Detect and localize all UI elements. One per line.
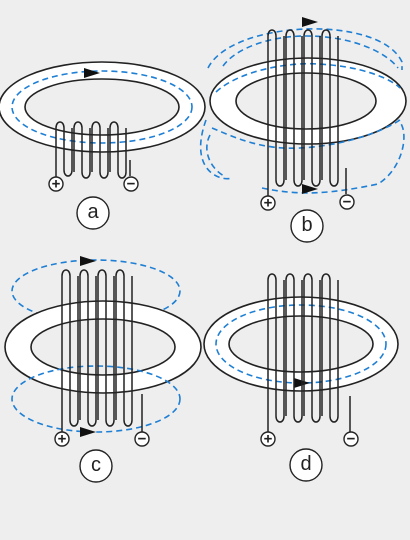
svg-text:+: +: [58, 431, 67, 448]
svg-text:+: +: [264, 431, 273, 448]
flux-loop-bottom: [11, 365, 181, 433]
svg-text:−: −: [127, 176, 136, 193]
toroid-hole: [24, 78, 180, 136]
toroid-hole: [235, 72, 377, 130]
positive-terminal: +: [260, 195, 276, 212]
svg-text:a: a: [87, 201, 99, 223]
flux-arrow-bottom: [80, 427, 96, 437]
flux-outer-top: [207, 28, 403, 70]
flux-arrow: [84, 68, 100, 78]
winding: [267, 273, 351, 432]
panel-b: + − b: [199, 17, 407, 243]
flux-arrow-top: [302, 17, 318, 27]
panel-label-c: c: [79, 449, 113, 483]
toroid-hole: [30, 318, 176, 376]
positive-terminal: +: [48, 176, 64, 193]
svg-text:b: b: [301, 214, 312, 236]
svg-text:−: −: [343, 194, 352, 211]
svg-text:+: +: [264, 195, 273, 212]
winding: [61, 269, 143, 432]
panel-d: + − d: [203, 273, 399, 482]
flux-inner-top: [222, 35, 399, 69]
svg-text:+: +: [52, 176, 61, 193]
panel-c: + − c: [4, 256, 202, 483]
winding: [55, 121, 131, 179]
flux-loop: [11, 70, 193, 144]
panel-label-a: a: [76, 196, 110, 230]
negative-terminal: −: [339, 194, 355, 211]
panel-label-b: b: [290, 209, 324, 243]
flux-inner-bottom: [211, 119, 401, 149]
svg-text:c: c: [91, 454, 101, 476]
negative-terminal: −: [123, 176, 139, 193]
flux-inner-mid: [215, 62, 401, 93]
negative-terminal: −: [343, 431, 359, 448]
flux-outer-bottom: [199, 119, 405, 194]
flux-arrow-bottom: [302, 184, 318, 194]
svg-text:−: −: [138, 431, 147, 448]
negative-terminal: −: [134, 431, 150, 448]
flux-arrow-top: [80, 256, 96, 266]
flux-side-left: [206, 134, 225, 177]
svg-text:−: −: [347, 431, 356, 448]
panel-label-d: d: [289, 448, 323, 482]
positive-terminal: +: [54, 431, 70, 448]
winding: [267, 29, 347, 196]
toroid-hole: [228, 315, 374, 373]
panel-a: + − a: [0, 61, 206, 230]
svg-text:d: d: [300, 453, 311, 475]
positive-terminal: +: [260, 431, 276, 448]
